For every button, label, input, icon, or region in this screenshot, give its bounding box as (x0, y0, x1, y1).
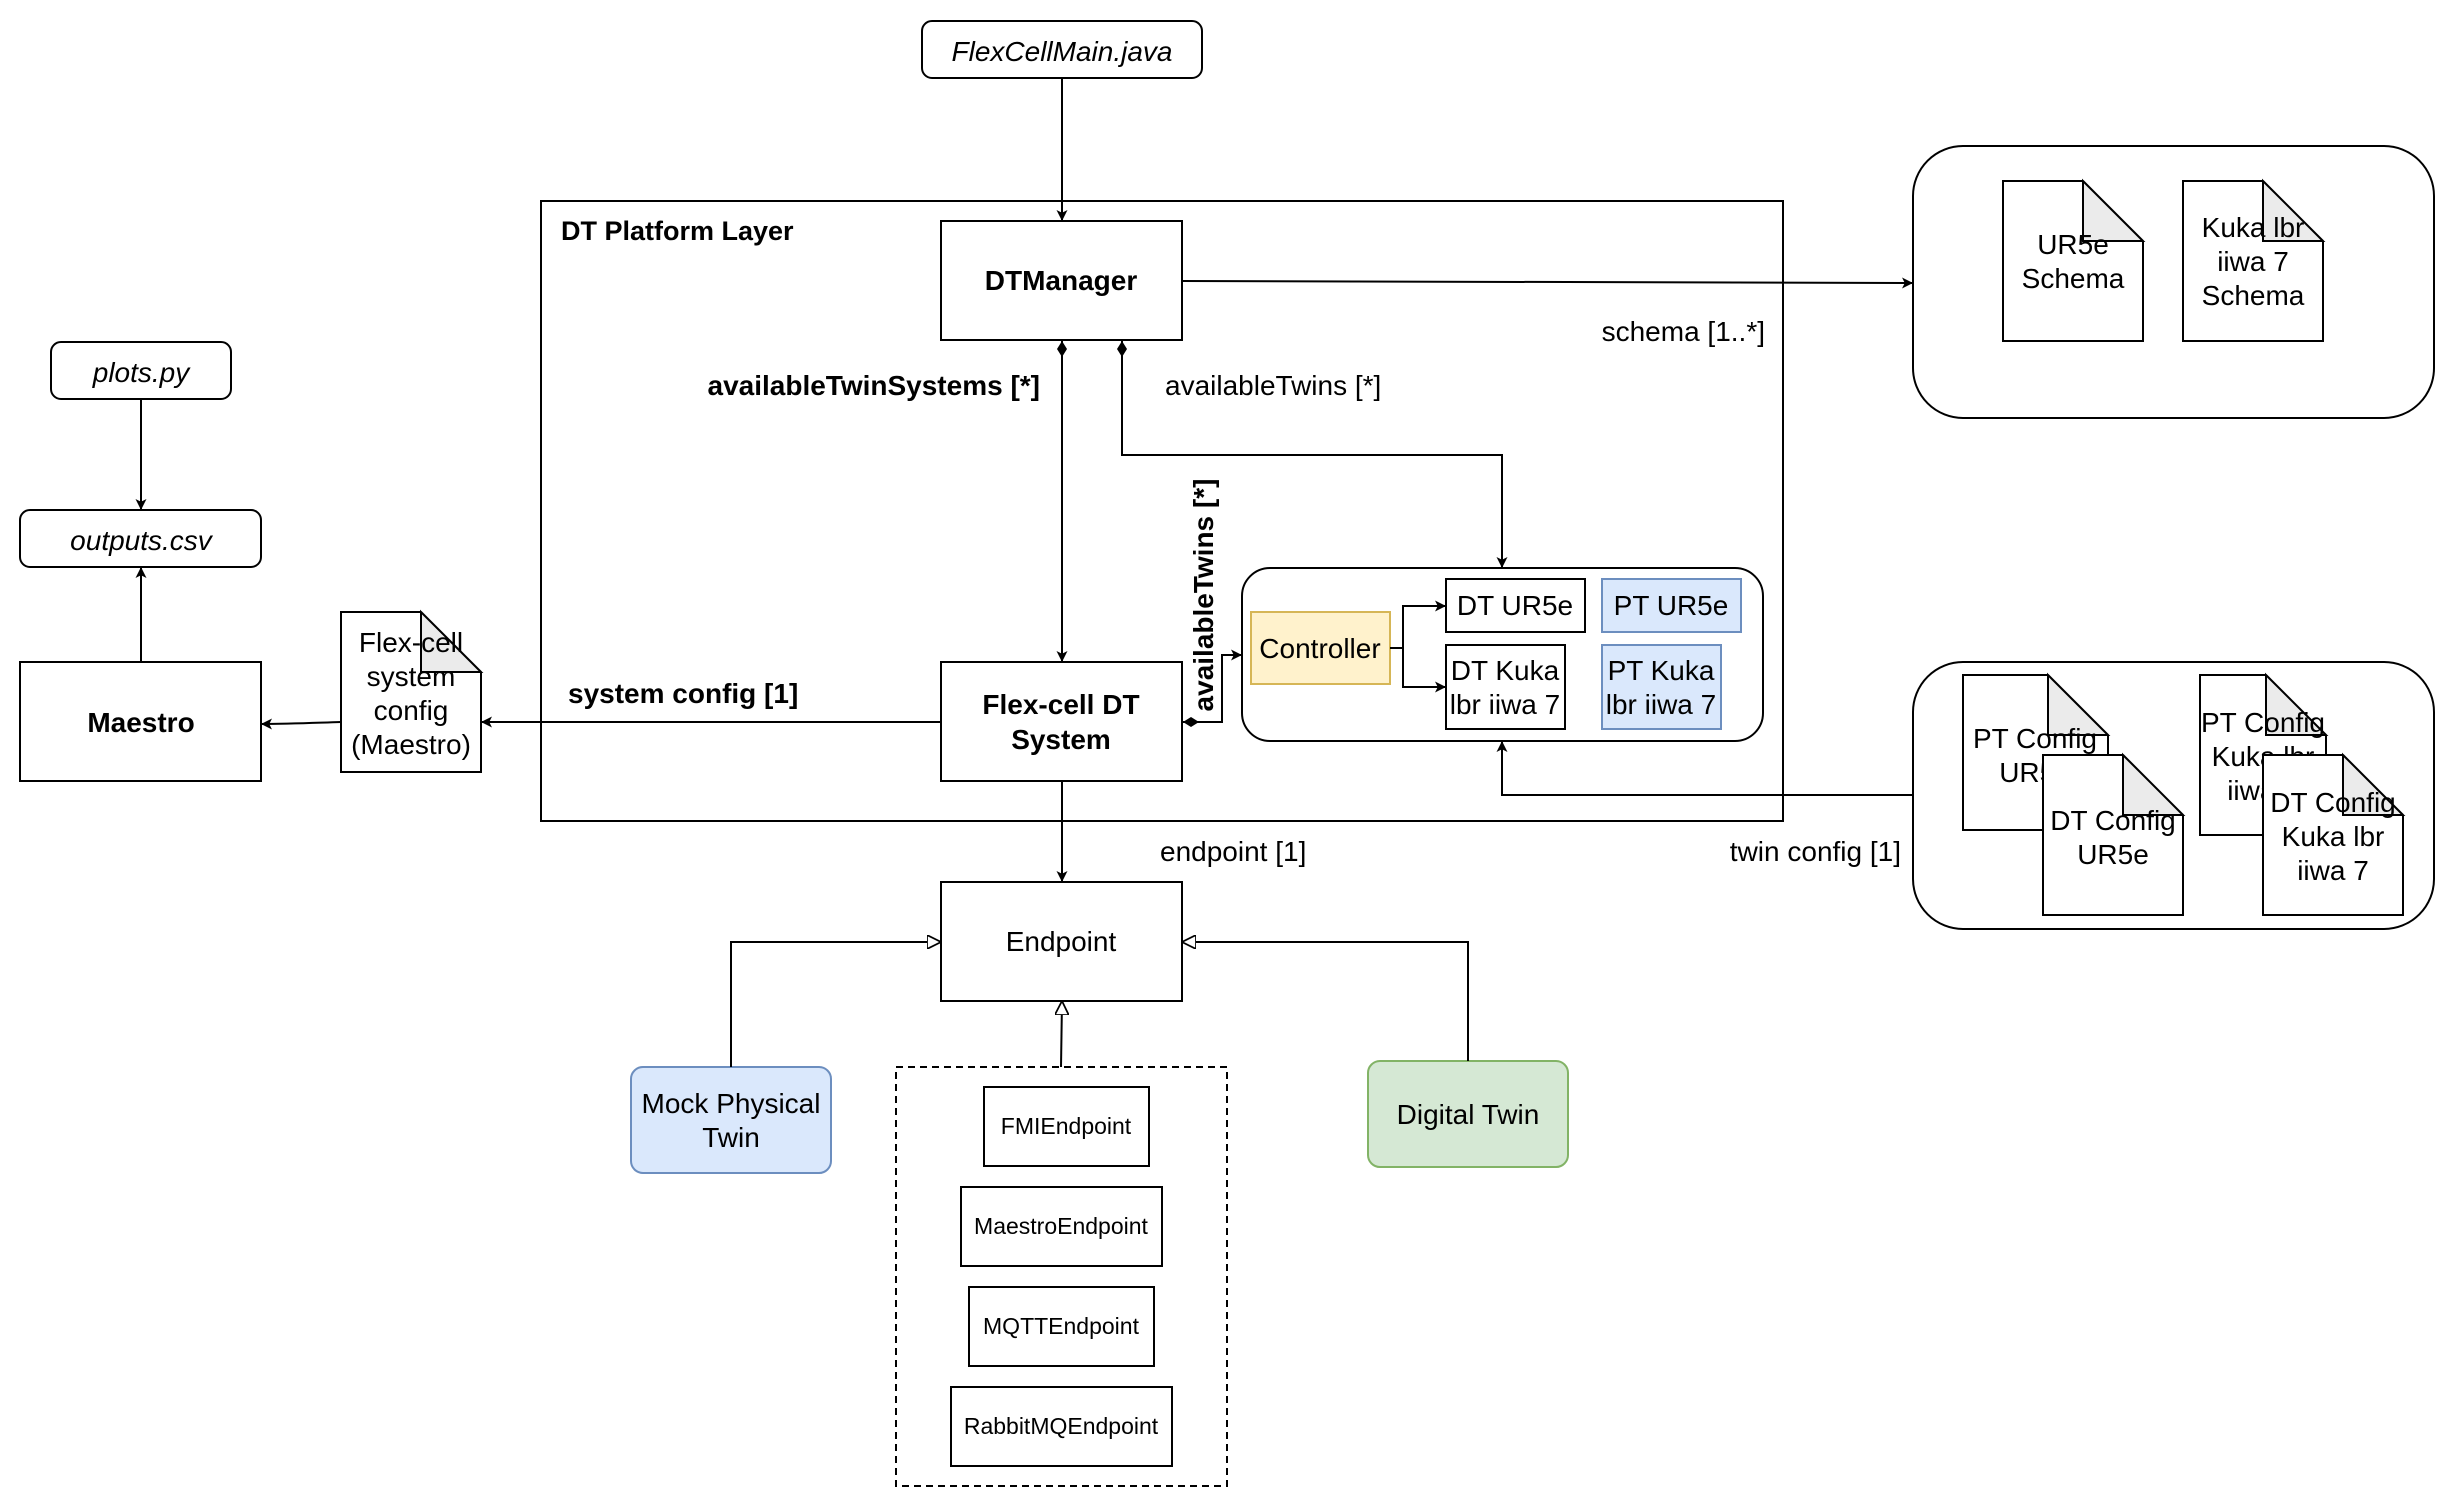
twin-config-label: twin config [1] (1730, 836, 1901, 867)
flexcell-system-label-1: Flex-cell DT (982, 689, 1139, 720)
maestro-config-line-3: config (374, 695, 449, 726)
pt-config-ur5e-line-1: PT Config (1973, 723, 2097, 754)
rabbitmq-endpoint-label: RabbitMQEndpoint (964, 1413, 1159, 1439)
schema-group (1912, 145, 2435, 419)
endpoint-edge-label: endpoint [1] (1160, 836, 1306, 867)
kuka-schema-line-2: iiwa 7 (2217, 246, 2289, 277)
dt-platform-layer: DT Platform Layer (540, 200, 1784, 822)
mqtt-endpoint-label: MQTTEndpoint (983, 1313, 1140, 1339)
schema-label: schema [1..*] (1602, 316, 1765, 347)
dt-manager-box[interactable]: DTManager (940, 220, 1183, 341)
outputs-label: outputs.csv (70, 525, 214, 556)
pt-kuka-label-2: lbr iiwa 7 (1606, 689, 1716, 720)
dt-kuka-label-1: DT Kuka (1451, 655, 1560, 686)
kuka-schema-document[interactable]: Kuka lbr iiwa 7 Schema (2182, 178, 2326, 342)
flexcell-main-label: FlexCellMain.java (952, 36, 1173, 67)
system-available-twins-connector (1183, 649, 1242, 727)
implementations-inherit-endpoint (1061, 1001, 1062, 1068)
dt-ur5e-label: DT UR5e (1457, 590, 1573, 621)
dt-config-kuka-line-2: Kuka lbr (2282, 821, 2385, 852)
mock-physical-twin-line-2: Twin (702, 1122, 760, 1153)
outputs-file[interactable]: outputs.csv (19, 509, 262, 568)
available-twins-connector (1117, 341, 1508, 568)
flexcell-main-file[interactable]: FlexCellMain.java (921, 20, 1203, 79)
twin-config-connector (1496, 741, 1913, 796)
kuka-schema-line-1: Kuka lbr (2202, 212, 2305, 243)
digital-twin-box[interactable]: Digital Twin (1367, 1060, 1569, 1168)
pt-kuka-box[interactable]: PT Kuka lbr iiwa 7 (1601, 644, 1722, 730)
rabbitmq-endpoint-box[interactable]: RabbitMQEndpoint (950, 1386, 1173, 1467)
controller-label: Controller (1259, 633, 1380, 664)
maestro-config-line-2: system (367, 661, 456, 692)
dt-config-ur5e-document[interactable]: DT Config UR5e (2042, 752, 2186, 916)
endpoint-label: Endpoint (1006, 926, 1117, 957)
digital-twin-label: Digital Twin (1397, 1099, 1540, 1130)
dt-manager-label: DTManager (985, 265, 1138, 296)
platform-layer-title: DT Platform Layer (561, 216, 794, 246)
plots-file[interactable]: plots.py (50, 341, 232, 400)
mock-twin-inherits-endpoint (730, 942, 941, 1067)
maestro-config-document[interactable]: Flex-cell system config (Maestro) (340, 609, 484, 773)
ur5e-schema-line-1: UR5e (2037, 229, 2109, 260)
ur5e-schema-document[interactable]: UR5e Schema (2002, 178, 2146, 342)
connectors (135, 78, 1914, 1068)
mock-physical-twin-line-1: Mock Physical (642, 1088, 821, 1119)
dt-config-kuka-line-1: DT Config (2270, 787, 2396, 818)
dt-kuka-box[interactable]: DT Kuka lbr iiwa 7 (1445, 644, 1566, 730)
config-to-maestro-arrow (260, 718, 342, 730)
pt-ur5e-box[interactable]: PT UR5e (1601, 578, 1742, 633)
maestro-box[interactable]: Maestro (19, 661, 262, 782)
fmi-endpoint-box[interactable]: FMIEndpoint (983, 1086, 1150, 1167)
kuka-schema-line-3: Schema (2202, 280, 2305, 311)
available-twins-label: availableTwins [*] (1165, 370, 1381, 401)
flexcell-system-box[interactable]: Flex-cell DT System (940, 661, 1183, 782)
endpoint-box[interactable]: Endpoint (940, 881, 1183, 1002)
maestro-config-line-1: Flex-cell (359, 627, 463, 658)
mqtt-endpoint-box[interactable]: MQTTEndpoint (968, 1286, 1155, 1367)
mock-physical-twin-box[interactable]: Mock Physical Twin (630, 1066, 832, 1174)
pt-kuka-label-1: PT Kuka (1608, 655, 1715, 686)
dt-config-kuka-document[interactable]: DT Config Kuka lbr iiwa 7 (2262, 752, 2406, 916)
ur5e-schema-line-2: Schema (2022, 263, 2125, 294)
available-twins-vertical-label: availableTwins [*] (1188, 479, 1219, 712)
controller-to-dt-kuka-arrow (1402, 648, 1446, 693)
available-twin-systems-label: availableTwinSystems [*] (708, 370, 1041, 401)
system-config-label: system config [1] (568, 678, 798, 709)
schema-connector (1181, 277, 1914, 289)
flexcell-system-label-2: System (1011, 724, 1111, 755)
controller-to-dt-ur5e-arrow (1390, 600, 1446, 649)
dt-kuka-label-2: lbr iiwa 7 (1450, 689, 1560, 720)
maestro-config-line-4: (Maestro) (351, 729, 471, 760)
pt-config-kuka-line-1: PT Config (2201, 707, 2325, 738)
fmi-endpoint-label: FMIEndpoint (1001, 1113, 1132, 1139)
dt-config-ur5e-line-1: DT Config (2050, 805, 2176, 836)
digital-twin-inherits-endpoint (1182, 942, 1469, 1061)
endpoint-implementations-group (895, 1066, 1228, 1487)
controller-box[interactable]: Controller (1250, 611, 1391, 685)
maestro-label: Maestro (87, 707, 194, 738)
maestro-endpoint-box[interactable]: MaestroEndpoint (960, 1186, 1163, 1267)
plots-label: plots.py (92, 357, 191, 388)
dt-ur5e-box[interactable]: DT UR5e (1445, 578, 1586, 633)
maestro-endpoint-label: MaestroEndpoint (974, 1213, 1148, 1239)
pt-ur5e-label: PT UR5e (1614, 590, 1729, 621)
dt-config-kuka-line-3: iiwa 7 (2297, 855, 2369, 886)
dt-config-ur5e-line-2: UR5e (2077, 839, 2149, 870)
